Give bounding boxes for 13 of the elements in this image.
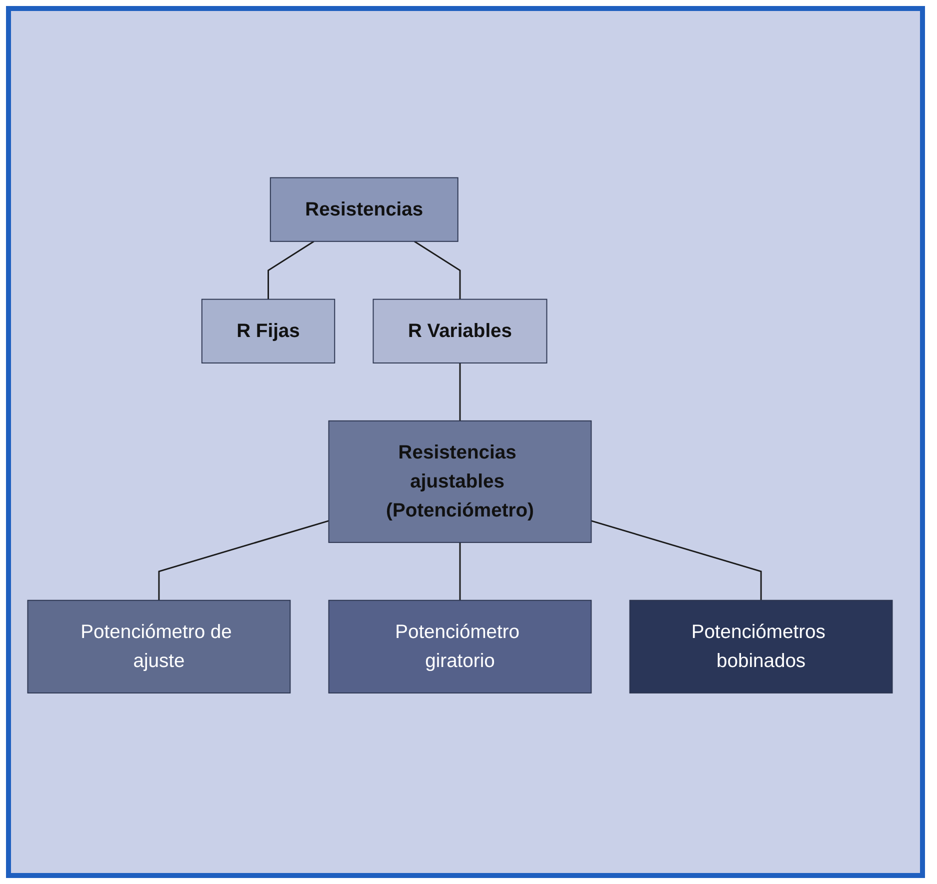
node-box: R Fijas: [201, 298, 336, 364]
connector: [268, 240, 314, 299]
connector: [459, 542, 461, 600]
node-box: Resistencias: [270, 176, 458, 242]
connector: [158, 520, 329, 600]
node-box: Potenciómetro de ajuste: [27, 600, 291, 694]
connector: [459, 362, 461, 421]
node-box: R Variables: [372, 298, 548, 364]
connector: [414, 240, 461, 299]
node-box: Potenciómetro giratorio: [328, 600, 592, 694]
connector: [591, 520, 762, 600]
node-box: Resistencias ajustables (Potenciómetro): [328, 420, 592, 543]
node-box: Potenciómetros bobinados: [629, 600, 893, 694]
